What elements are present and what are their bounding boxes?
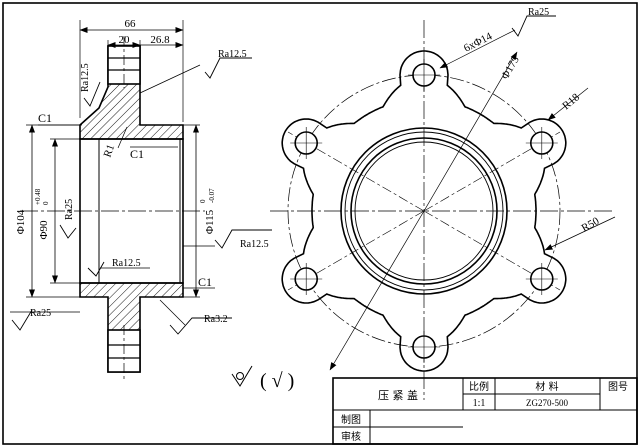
roughness-symbol: Ra12.5 xyxy=(80,63,101,107)
bolt-circle-label: Φ175 xyxy=(499,54,522,82)
outer-radius-label: R50 xyxy=(580,215,602,235)
bore-circle xyxy=(350,137,498,285)
dim-offset: 26.8 xyxy=(150,34,170,46)
scale-label: 比例 xyxy=(469,380,489,393)
dim-outer-dia: Φ104 xyxy=(15,209,27,234)
drawing-no-label: 图号 xyxy=(608,381,628,393)
dim-spigot-tol-lower: -0.07 xyxy=(208,188,216,203)
title-block xyxy=(332,377,638,445)
rough-top-label: Ra12.5 xyxy=(218,49,247,60)
rough-spigot-label: Ra12.5 xyxy=(240,239,269,250)
flange-outline xyxy=(281,50,567,372)
scale-value: 1:1 xyxy=(473,398,486,409)
dim-bore-tol-lower: 0 xyxy=(42,201,50,205)
roughness-symbol: Ra12.5 xyxy=(87,258,150,277)
rough-top-right-label: Ra25 xyxy=(528,7,549,18)
checked-label: 审核 xyxy=(341,430,361,443)
part-name: 压 紧 盖 xyxy=(378,388,418,402)
rough-bore-label: Ra25 xyxy=(64,199,75,220)
roughness-symbol: Ra3.2 xyxy=(159,299,232,335)
rough-left-top-label: Ra12.5 xyxy=(80,63,91,92)
material-value: ZG270-500 xyxy=(526,398,568,408)
chamfer-bottom-label: C1 xyxy=(198,275,212,289)
rough-left-bottom-label: Ra25 xyxy=(30,308,51,319)
dim-bore-dia: Φ90 xyxy=(38,220,50,240)
general-roughness-paren: ( √ ) xyxy=(260,370,294,392)
dim-bore-tol-upper: +0.48 xyxy=(34,188,42,205)
roughness-symbol: Ra25 xyxy=(10,308,80,331)
plan-view: Φ175 6xΦ14 R18 R50 Ra25 xyxy=(270,7,616,400)
general-roughness-note: ( √ ) xyxy=(231,365,294,392)
chamfer-top-label: C1 xyxy=(38,111,52,125)
rough-inner-bottom-label: Ra12.5 xyxy=(112,258,141,269)
holes-label: 6xΦ14 xyxy=(462,30,495,55)
section-view: 66 20 26.8 Φ104 Φ90 +0.48 0 Φ115 0 -0.07… xyxy=(10,18,272,380)
material-label: 材 料 xyxy=(535,380,558,393)
roughness-symbol: Ra12.5 xyxy=(183,229,272,250)
dim-spigot-tol-upper: 0 xyxy=(199,199,207,203)
dim-overall-width: 66 xyxy=(125,18,137,30)
roughness-symbol: Ra25 xyxy=(511,7,556,37)
roughness-symbol: Ra25 xyxy=(59,199,77,239)
roughness-symbol: Ra12.5 xyxy=(139,49,252,94)
drawn-label: 制图 xyxy=(341,413,361,426)
rough-bottom-right-label: Ra3.2 xyxy=(204,314,228,325)
bolt-holes xyxy=(290,59,558,363)
dim-flange-thickness: 20 xyxy=(119,34,131,46)
fillet-label: R1 xyxy=(102,143,118,159)
lobe-radius-label: R18 xyxy=(560,91,582,112)
dim-spigot-dia: Φ115 xyxy=(204,209,216,234)
spigot-circle xyxy=(340,127,508,295)
chamfer-inner-label: C1 xyxy=(130,147,144,161)
